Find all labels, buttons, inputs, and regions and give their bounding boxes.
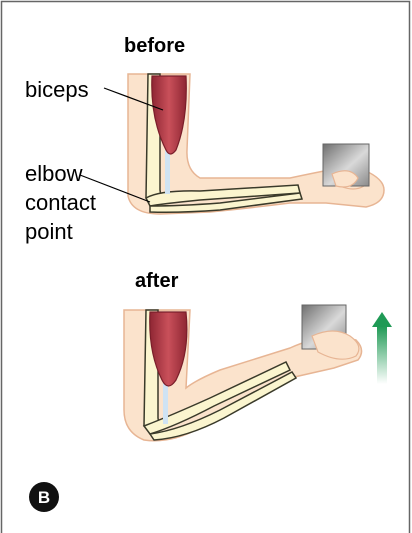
after-heading: after xyxy=(135,270,179,292)
up-arrow-icon xyxy=(372,312,392,327)
up-arrow-shaft xyxy=(377,326,387,384)
elbow-label-line2: contact xyxy=(25,190,96,215)
elbow-label-line3: point xyxy=(25,219,73,244)
elbow-label-line1: elbow xyxy=(25,161,83,186)
before-tendon xyxy=(165,150,170,194)
panel-badge-letter: B xyxy=(38,488,50,507)
before-arm xyxy=(128,74,384,214)
biceps-label: biceps xyxy=(25,77,89,102)
before-heading: before xyxy=(124,35,185,57)
after-arm xyxy=(124,305,392,441)
